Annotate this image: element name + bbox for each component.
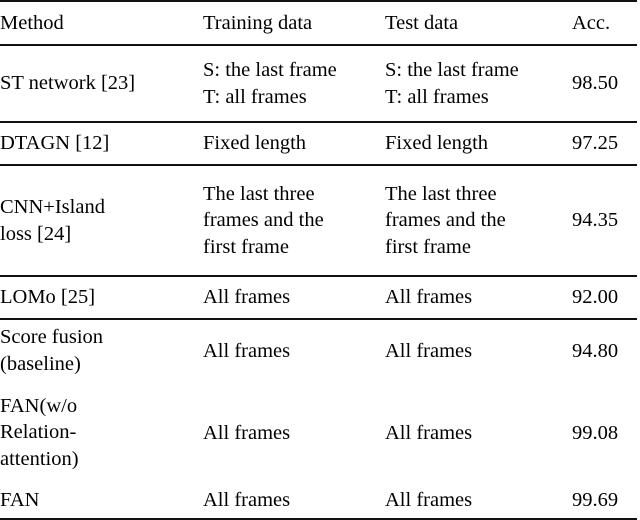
cell-method: ST network [23]	[0, 72, 136, 95]
cell-method: DTAGN [12]	[0, 132, 110, 155]
cell-training-data: All frames	[203, 489, 291, 512]
table-body: ST network [23] S: the last frame T: all…	[0, 45, 637, 519]
cell-accuracy: 97.25	[572, 132, 619, 155]
column-header-test-data: Test data	[385, 11, 459, 34]
cell-accuracy: 98.50	[572, 72, 619, 95]
cell-method: Score fusion (baseline)	[0, 326, 104, 375]
cell-training-data: The last three frames and the first fram…	[203, 182, 324, 258]
table-row: FAN All frames All frames 99.69	[0, 483, 637, 518]
column-header-accuracy: Acc.	[572, 11, 611, 34]
cell-accuracy: 92.00	[572, 286, 619, 309]
cell-accuracy: 94.35	[572, 209, 619, 232]
table-row: Score fusion (baseline) All frames All f…	[0, 320, 637, 382]
cell-accuracy: 99.69	[572, 489, 619, 512]
table-row: DTAGN [12] Fixed length Fixed length 97.…	[0, 122, 637, 165]
cell-method: FAN(w/o Relation- attention)	[0, 394, 79, 470]
cell-test-data: All frames	[385, 489, 473, 512]
cell-accuracy: 99.08	[572, 422, 619, 445]
cell-method: CNN+Island loss [24]	[0, 195, 105, 245]
cell-test-data: All frames	[385, 286, 473, 309]
cell-test-data: All frames	[385, 339, 473, 362]
table-header-row: Method Training data Test data Acc.	[0, 1, 637, 45]
cell-training-data: All frames	[203, 339, 291, 362]
cell-test-data: Fixed length	[385, 132, 489, 155]
column-header-training-data: Training data	[203, 11, 313, 34]
cell-training-data: All frames	[203, 286, 291, 309]
cell-test-data: S: the last frame T: all frames	[385, 58, 519, 108]
proposed-methods-block: Score fusion (baseline) All frames All f…	[0, 319, 637, 519]
cell-test-data: The last three frames and the first fram…	[385, 182, 506, 258]
cell-training-data: All frames	[203, 422, 291, 445]
table-row-group-proposed: Score fusion (baseline) All frames All f…	[0, 319, 637, 519]
cell-method: FAN	[0, 489, 40, 512]
column-header-method: Method	[0, 11, 64, 34]
cell-test-data: All frames	[385, 422, 473, 445]
table-row: LOMo [25] All frames All frames 92.00	[0, 276, 637, 319]
table-row: FAN(w/o Relation- attention) All frames …	[0, 382, 637, 483]
cell-training-data: S: the last frame T: all frames	[203, 58, 337, 108]
cell-training-data: Fixed length	[203, 132, 307, 155]
proposed-methods-table: Score fusion (baseline) All frames All f…	[0, 320, 637, 518]
cell-accuracy: 94.80	[572, 339, 619, 362]
table-header: Method Training data Test data Acc.	[0, 1, 637, 45]
table-row: CNN+Island loss [24] The last three fram…	[0, 165, 637, 276]
cell-method: LOMo [25]	[0, 286, 96, 309]
table-row: ST network [23] S: the last frame T: all…	[0, 45, 637, 122]
